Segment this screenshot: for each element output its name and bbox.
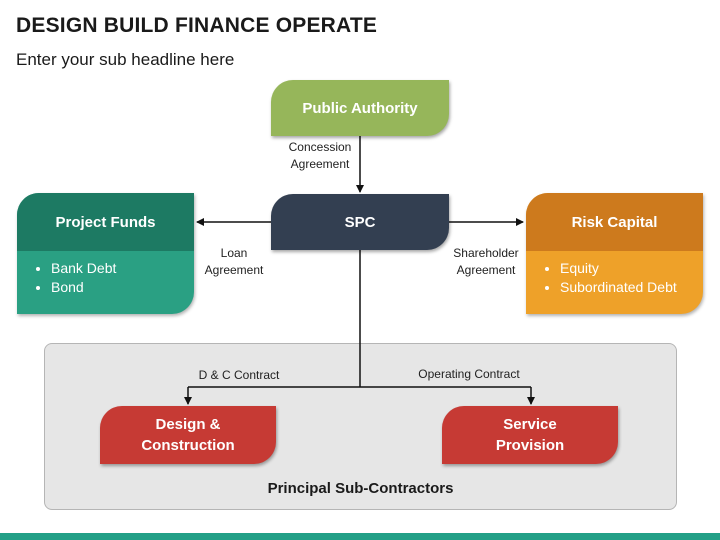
project-funds-item: Bond (51, 278, 194, 297)
loan-line1: Loan (220, 246, 248, 260)
service-provision-line1: Service (503, 416, 557, 433)
service-provision-line2: Provision (495, 437, 565, 454)
concession-agreement-label: Concession Agreement (280, 139, 360, 173)
slide-title: DESIGN BUILD FINANCE OPERATE (16, 14, 378, 37)
shareholder-line1: Shareholder (453, 246, 519, 260)
shareholder-agreement-label: Shareholder Agreement (446, 245, 526, 279)
design-construction-line1: Design & (155, 416, 221, 433)
project-funds-card: Project Funds Bank Debt Bond (17, 193, 194, 314)
risk-capital-title: Risk Capital (526, 193, 703, 251)
project-funds-list: Bank Debt Bond (17, 259, 194, 297)
loan-agreement-label: Loan Agreement (196, 245, 272, 279)
spc-node: SPC (271, 194, 449, 250)
concession-line2: Agreement (290, 157, 350, 171)
concession-line1: Concession (288, 140, 352, 154)
risk-capital-item: Subordinated Debt (560, 278, 703, 297)
risk-capital-card: Risk Capital Equity Subordinated Debt (526, 193, 703, 314)
risk-capital-item: Equity (560, 259, 703, 278)
design-construction-node: Design & Construction (100, 406, 276, 464)
project-funds-item: Bank Debt (51, 259, 194, 278)
footer-accent-bar (0, 533, 720, 540)
design-construction-text: Design & Construction (141, 414, 234, 456)
service-provision-text: Service Provision (496, 414, 564, 456)
loan-line2: Agreement (204, 263, 264, 277)
operating-contract-label: Operating Contract (418, 367, 520, 381)
dc-contract-label: D & C Contract (198, 368, 280, 382)
risk-capital-list: Equity Subordinated Debt (526, 259, 703, 297)
design-construction-line2: Construction (141, 437, 235, 454)
service-provision-node: Service Provision (442, 406, 618, 464)
shareholder-line2: Agreement (456, 263, 516, 277)
slide-subtitle: Enter your sub headline here (16, 50, 235, 69)
public-authority-node: Public Authority (271, 80, 449, 136)
sub-contractors-group-label: Principal Sub-Contractors (267, 480, 454, 497)
project-funds-title: Project Funds (17, 193, 194, 251)
